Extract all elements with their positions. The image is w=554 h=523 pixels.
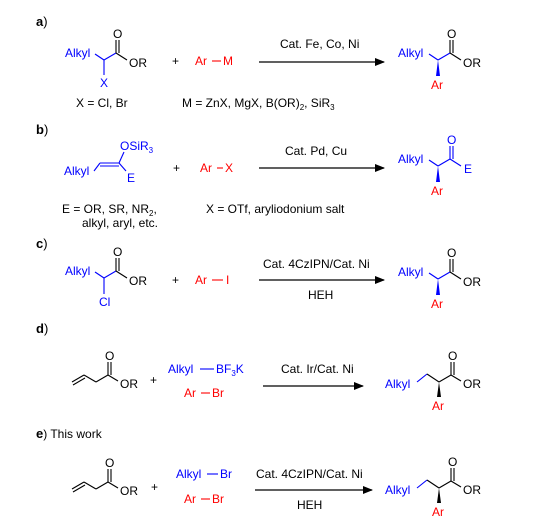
c-plus: +	[172, 273, 179, 287]
e-sm-bonds	[71, 469, 119, 493]
c-sm-bonds	[94, 258, 128, 294]
e-reagent-alkyl: Alkyl	[176, 467, 201, 481]
a-pr-ar: Ar	[431, 78, 443, 92]
panel-c-label: c)	[36, 236, 48, 251]
b-conditions: Cat. Pd, Cu	[285, 144, 347, 158]
a-pr-o: O	[447, 27, 456, 41]
panel-d: d) O OR + Alkyl BF3K Ar Br Cat. Ir/Cat. …	[36, 321, 481, 413]
c-reagent-ar: Ar	[195, 273, 207, 287]
b-pr-e: E	[464, 162, 472, 176]
b-sm-bonds	[93, 151, 127, 172]
c-pr-or: OR	[463, 275, 481, 289]
d-pr-o: O	[448, 349, 457, 363]
e-conditions-top: Cat. 4CzIPN/Cat. Ni	[256, 467, 363, 481]
b-note-e-line2: alkyl, aryl, etc.	[82, 216, 158, 230]
c-pr-bonds	[428, 259, 462, 295]
d-reagent-ar: Ar	[184, 386, 196, 400]
panel-a-label: a)	[36, 14, 48, 29]
b-pr-o: O	[447, 133, 456, 147]
c-pr-alkyl: Alkyl	[398, 265, 423, 279]
panel-b: b) Alkyl OSiR3 E + Ar X Cat. Pd, Cu Alky…	[36, 122, 472, 230]
a-sm-or: OR	[129, 56, 147, 70]
a-reagent-ar: Ar	[195, 54, 207, 68]
d-conditions: Cat. Ir/Cat. Ni	[281, 362, 354, 376]
c-reagent-i: I	[226, 273, 229, 287]
b-reagent-x: X	[225, 161, 233, 175]
d-pr-bonds	[416, 362, 462, 397]
c-sm-cl: Cl	[99, 295, 110, 309]
b-pr-ar: Ar	[431, 184, 443, 198]
panel-d-label: d)	[36, 321, 48, 336]
c-sm-alkyl: Alkyl	[65, 264, 90, 278]
a-pr-bonds	[428, 40, 462, 76]
e-plus: +	[151, 480, 158, 494]
e-pr-o: O	[448, 455, 457, 469]
e-pr-or: OR	[463, 483, 481, 497]
b-note-e: E = OR, SR, NR2,	[62, 202, 157, 218]
a-note-x: X = Cl, Br	[76, 96, 128, 110]
c-pr-ar: Ar	[431, 297, 443, 311]
c-sm-o: O	[113, 245, 122, 259]
a-sm-x: X	[100, 76, 108, 90]
e-sm-or: OR	[120, 484, 138, 498]
c-sm-or: OR	[129, 274, 147, 288]
e-pr-ar: Ar	[432, 505, 444, 519]
b-sm-e: E	[127, 171, 135, 185]
a-pr-or: OR	[463, 56, 481, 70]
a-pr-alkyl: Alkyl	[398, 46, 423, 60]
c-conditions-top: Cat. 4CzIPN/Cat. Ni	[263, 257, 370, 271]
c-pr-o: O	[447, 246, 456, 260]
b-reagent-ar: Ar	[200, 161, 212, 175]
c-conditions-bottom: HEH	[308, 288, 333, 302]
d-reagent-bf3k: BF3K	[216, 362, 244, 378]
e-reagent-br1: Br	[220, 467, 232, 481]
b-note-x: X = OTf, aryliodonium salt	[206, 202, 345, 216]
b-plus: +	[173, 161, 180, 175]
e-conditions-bottom: HEH	[297, 498, 322, 512]
b-pr-bonds	[428, 146, 462, 182]
d-sm-or: OR	[120, 377, 138, 391]
panel-c: c) Alkyl O OR Cl + Ar I Cat. 4CzIPN/Cat.…	[36, 236, 481, 311]
a-sm-bonds	[94, 40, 128, 75]
a-reagent-m: M	[223, 54, 233, 68]
panel-e: e) This work O OR + Alkyl Br Ar Br Cat. …	[36, 426, 481, 519]
b-sm-osi: OSiR3	[120, 139, 154, 155]
e-sm-o: O	[105, 456, 114, 470]
panel-a: a) Alkyl O OR X + Ar M Cat. Fe, Co, Ni A…	[36, 14, 481, 112]
d-pr-ar: Ar	[432, 399, 444, 413]
e-reagent-ar: Ar	[184, 492, 196, 506]
d-reagent-alkyl: Alkyl	[168, 362, 193, 376]
e-reagent-br2: Br	[212, 492, 224, 506]
d-plus: +	[150, 373, 157, 387]
d-sm-bonds	[71, 362, 119, 386]
e-pr-alkyl: Alkyl	[385, 483, 410, 497]
a-note-m: M = ZnX, MgX, B(OR)2, SiR3	[182, 96, 335, 112]
a-sm-o: O	[113, 27, 122, 41]
panel-b-label: b)	[36, 122, 48, 137]
d-pr-or: OR	[463, 377, 481, 391]
d-pr-alkyl: Alkyl	[385, 377, 410, 391]
a-conditions: Cat. Fe, Co, Ni	[280, 37, 359, 51]
d-sm-o: O	[105, 349, 114, 363]
d-reagent-br: Br	[212, 386, 224, 400]
e-pr-bonds	[416, 468, 462, 503]
b-pr-alkyl: Alkyl	[398, 152, 423, 166]
b-sm-alkyl: Alkyl	[64, 164, 89, 178]
a-plus: +	[172, 54, 179, 68]
panel-e-label: e) This work	[36, 426, 103, 441]
a-sm-alkyl: Alkyl	[65, 46, 90, 60]
